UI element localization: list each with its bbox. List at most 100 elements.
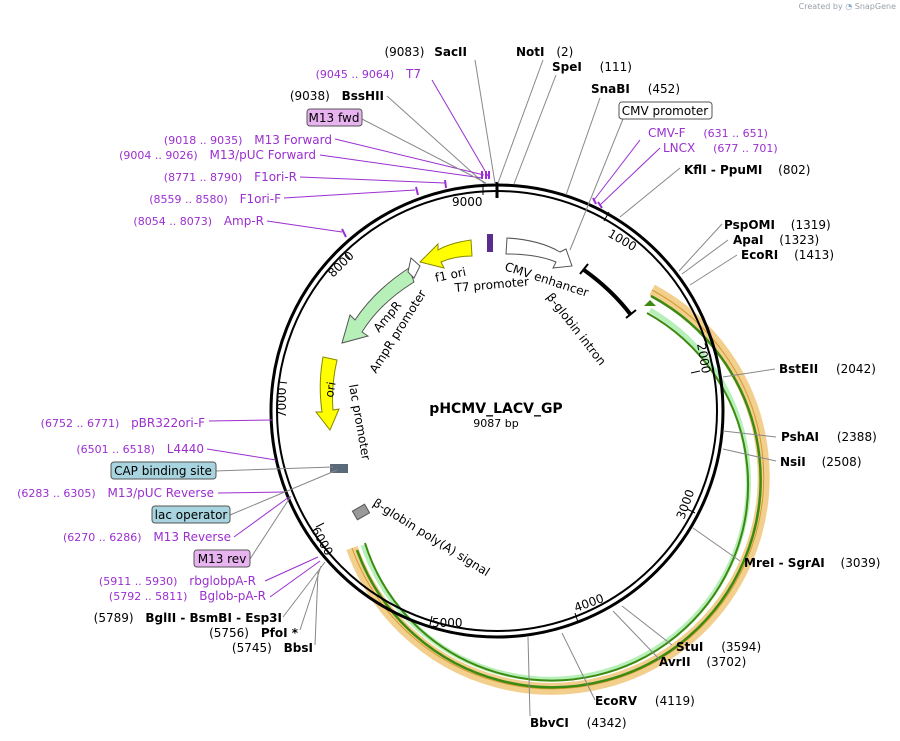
cmv-promoter-box[interactable]: CMV promoter [618, 101, 713, 120]
site-name: BglII - BsmBI - Esp3I [145, 611, 282, 625]
primer-range: (9018 .. 9035) [164, 134, 243, 147]
primer-m13-reverse[interactable]: (6270 .. 6286) M13 Reverse [63, 530, 231, 544]
insert-arrowhead [644, 300, 656, 306]
cmv-enhancer-feature[interactable]: CMV enhancer [503, 237, 590, 300]
primer-f1ori-r[interactable]: (8771 .. 8790) F1ori-R [164, 170, 297, 184]
primer-m13-puc-forward[interactable]: (9004 .. 9026) M13/pUC Forward [119, 148, 316, 162]
primer-m13-forward[interactable]: (9018 .. 9035) M13 Forward [164, 133, 332, 147]
f1-ori-label: f1 ori [434, 265, 468, 285]
primer-range: (6283 .. 6305) [17, 487, 96, 500]
ampr-arrow [341, 267, 415, 344]
site-bsshii[interactable]: (9038) BssHII [290, 89, 384, 103]
plasmid-name: pHCMV_LACV_GP [429, 401, 562, 417]
primer-t7[interactable]: (9045 .. 9064) T7 [316, 67, 421, 81]
cap-binding-site-box[interactable]: CAP binding site [110, 461, 217, 480]
primer-name: M13 Reverse [153, 530, 231, 544]
site-kfli-ppumi[interactable]: KflI - PpuMI (802) [684, 163, 810, 177]
site-name: BbsI [284, 641, 313, 655]
primer-name: T7 [405, 67, 421, 81]
site-stui[interactable]: StuI (3594) [676, 640, 761, 654]
site-pos: (2388) [837, 430, 877, 444]
site-name: BssHII [342, 89, 384, 103]
site-bbsi[interactable]: (5745) BbsI [232, 641, 313, 655]
primer-lncx[interactable]: LNCX (677 .. 701) [663, 141, 778, 155]
insert-arrow-inner-line [364, 312, 750, 682]
restriction-sites: (9083) SacII NotI (2) SpeI (111) SnaBI (… [94, 45, 881, 730]
site-snabi[interactable]: SnaBI (452) [591, 82, 680, 96]
t7-promoter-feature[interactable]: T7 promoter [453, 234, 530, 295]
site-name: KflI - PpuMI [684, 163, 762, 177]
ampr-feature[interactable]: AmpR AmpR promoter [341, 257, 429, 376]
primer-cmv-f[interactable]: CMV-F (631 .. 651) [648, 126, 768, 140]
site-pos: (4119) [655, 694, 695, 708]
site-apai[interactable]: ApaI (1323) [733, 233, 819, 247]
ampr-promoter-arrow [407, 257, 421, 279]
primer-l4440[interactable]: (6501 .. 6518) L4440 [76, 442, 204, 456]
site-noti[interactable]: NotI (2) [516, 45, 573, 59]
polya-mark [351, 503, 371, 521]
site-name: MreI - SgrAI [744, 556, 825, 570]
site-bglii-bsmbi-esp3i[interactable]: (5789) BglII - BsmBI - Esp3I [94, 611, 282, 625]
primer-range: (8054 .. 8073) [133, 215, 212, 228]
ori-feature[interactable]: ori [314, 356, 340, 431]
primer-name: M13/pUC Reverse [108, 486, 215, 500]
primer-ticks [341, 171, 603, 238]
primer-bglob-pa-r[interactable]: (5792 .. 5811) Bglob-pA-R [109, 589, 266, 603]
site-name: AvrII [659, 655, 691, 669]
t7-promoter-mark [487, 234, 493, 252]
cmv-promoter-label: CMV promoter [622, 104, 709, 118]
primer-range: (9045 .. 9064) [316, 68, 395, 81]
cap-binding-site-label: CAP binding site [114, 464, 212, 478]
lac-promoter-feature[interactable]: lac promoter [330, 383, 373, 473]
m13-fwd-box[interactable]: M13 fwd [306, 108, 363, 127]
primer-m13-puc-reverse[interactable]: (6283 .. 6305) M13/pUC Reverse [17, 486, 214, 500]
site-bbvci[interactable]: BbvCI (4342) [530, 716, 627, 730]
primer-name: rbglobpA-R [189, 574, 256, 588]
primer-name: L4440 [167, 442, 204, 456]
primer-amp-r[interactable]: (8054 .. 8073) Amp-R [133, 214, 264, 228]
primer-range: (677 .. 701) [713, 142, 778, 155]
site-pshai[interactable]: PshAI (2388) [781, 430, 877, 444]
primer-leaders [206, 79, 661, 598]
credit-brand: SnapGene [854, 2, 896, 11]
insert-gp-feature[interactable] [346, 284, 770, 695]
f1-ori-feature[interactable]: f1 ori [419, 239, 473, 285]
site-name: SpeI [552, 60, 582, 74]
site-pos: (3702) [706, 655, 746, 669]
site-spei[interactable]: SpeI (111) [552, 60, 632, 74]
primer-f1ori-f[interactable]: (8559 .. 8580) F1ori-F [149, 192, 281, 206]
site-name: StuI [676, 640, 703, 654]
site-pos: (452) [648, 82, 680, 96]
primer-name: Bglob-pA-R [199, 589, 266, 603]
primer-range: (631 .. 651) [703, 127, 768, 140]
site-sacii[interactable]: (9083) SacII [384, 45, 467, 59]
primer-name: F1ori-R [254, 170, 297, 184]
site-pos: (1319) [791, 218, 831, 232]
site-mrei-sgrai[interactable]: MreI - SgrAI (3039) [744, 556, 880, 570]
site-bsteii[interactable]: BstEII (2042) [779, 362, 876, 376]
site-ecori[interactable]: EcoRI (1413) [741, 248, 834, 262]
site-nsii[interactable]: NsiI (2508) [780, 455, 862, 469]
lac-operator-box[interactable]: lac operator [151, 505, 231, 524]
site-name: BstEII [779, 362, 818, 376]
site-pspomi[interactable]: PspOMI (1319) [724, 218, 831, 232]
ori-label: ori [322, 381, 338, 399]
primer-pbr322ori-f[interactable]: (6752 .. 6771) pBR322ori-F [41, 416, 205, 430]
primer-rbglobpa-r[interactable]: (5911 .. 5930) rbglobpA-R [99, 574, 256, 588]
site-name: EcoRI [741, 248, 778, 262]
tick-marks [277, 186, 701, 626]
site-pos: (4342) [587, 716, 627, 730]
primer-name: M13 Forward [254, 133, 332, 147]
site-avrii[interactable]: AvrII (3702) [659, 655, 746, 669]
primer-range: (8559 .. 8580) [149, 193, 228, 206]
tick-label-3000: 3000 [674, 488, 698, 521]
site-name: SacII [434, 45, 467, 59]
cmv-enhancer-arrow [505, 237, 573, 269]
site-pos: (5756) [209, 626, 249, 640]
site-pfoi[interactable]: (5756) PfoI * [209, 626, 299, 640]
site-pos: (5789) [94, 611, 134, 625]
site-ecorv[interactable]: EcoRV (4119) [595, 694, 695, 708]
site-pos: (802) [778, 163, 810, 177]
m13-rev-box[interactable]: M13 rev [193, 549, 251, 568]
